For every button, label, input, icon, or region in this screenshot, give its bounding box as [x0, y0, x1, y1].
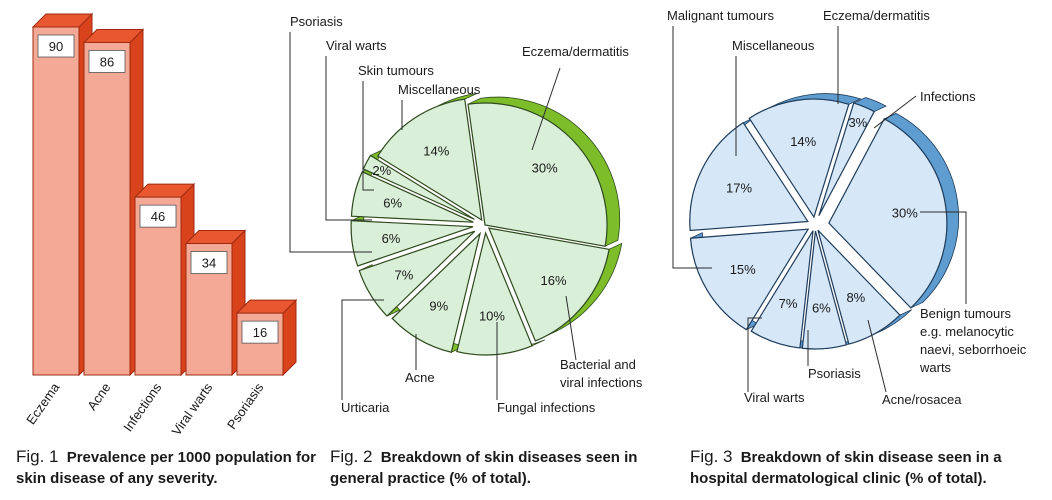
slice-label-infections: Infections	[920, 89, 976, 104]
slice-benign-tumours-e-g-melanocytic-naevi-seborrhoeic-warts	[828, 118, 948, 309]
bar-value-acne: 86	[100, 54, 114, 69]
slice-viral-warts	[750, 230, 814, 349]
slice-value-psoriasis: 6%	[382, 231, 401, 246]
slice-label-bacterial-and-viral-infections-line-2: viral infections	[560, 375, 643, 390]
slice-label-psoriasis: Psoriasis	[808, 366, 861, 381]
pie-chart-general-practice: 30% 16% 10% 9% 7% 6% 6% 2% 14% Eczema/dermatitisB…	[289, 14, 643, 415]
slice-value-skin-tumours: 2%	[372, 163, 391, 178]
slice-label-miscellaneous: Miscellaneous	[732, 38, 815, 53]
leader-malignant-tumours	[672, 26, 712, 269]
pie-chart-hospital-clinic: 30% 8% 6% 7% 15% 17% 14% 3% Benign tumours e.g. m…	[667, 8, 1027, 407]
slice-psoriasis	[801, 230, 848, 350]
caption-fig-3: Fig. 3 Breakdown of skin disease seen in…	[690, 446, 1030, 489]
caption-fig-1-number: Fig. 1	[16, 447, 59, 466]
slice-value-viral-warts: 6%	[383, 196, 402, 211]
caption-fig-2: Fig. 2 Breakdown of skin diseases seen i…	[330, 446, 660, 489]
leader-benign-tumours-e-g-melanocytic-naevi-seborrhoeic-warts	[920, 211, 967, 304]
slice-eczema-dermatitis	[748, 98, 850, 219]
slice-value-acne: 9%	[429, 299, 448, 314]
tick-label-psoriasis: Psoriasis	[224, 380, 267, 432]
caption-fig-3-text: Breakdown of skin disease seen in a hosp…	[690, 449, 1002, 487]
slice-value-urticaria: 7%	[395, 267, 414, 282]
slice-label-benign-tumours-e-g-melanocytic-naevi-seborrhoeic-warts-line-4: warts	[919, 360, 952, 375]
bar-value-viral-warts: 34	[202, 256, 216, 271]
leader-psoriasis	[289, 32, 372, 253]
tick-label-eczema: Eczema	[23, 379, 63, 427]
slice-label-psoriasis: Psoriasis	[290, 14, 343, 29]
leader-viral-warts	[325, 56, 372, 221]
bar-value-box-psoriasis	[241, 320, 279, 344]
slice-infections	[818, 102, 876, 217]
slice-label-urticaria: Urticaria	[341, 400, 390, 415]
slice-value-eczema-dermatitis: 14%	[790, 134, 816, 149]
slice-fungal-infections	[456, 231, 533, 356]
slice-value-eczema-dermatitis: 30%	[532, 160, 558, 175]
slice-value-psoriasis: 6%	[812, 300, 831, 315]
slice-miscellaneous	[376, 98, 483, 222]
caption-fig-3-number: Fig. 3	[690, 447, 733, 466]
slice-malignant-tumours	[689, 228, 810, 331]
slice-label-miscellaneous: Miscellaneous	[398, 82, 481, 97]
slice-label-eczema-dermatitis: Eczema/dermatitis	[823, 8, 930, 23]
caption-fig-2-number: Fig. 2	[330, 447, 373, 466]
slice-label-malignant-tumours: Malignant tumours	[667, 8, 774, 23]
slice-value-malignant-tumours: 15%	[730, 262, 756, 277]
slice-label-eczema-dermatitis: Eczema/dermatitis	[522, 44, 629, 59]
slice-label-acne-rosacea: Acne/rosacea	[882, 392, 962, 407]
leader-skin-tumours	[362, 81, 374, 191]
slice-label-acne: Acne	[405, 370, 435, 385]
slice-psoriasis	[350, 220, 474, 267]
bar-acne	[83, 41, 131, 376]
caption-fig-1: Fig. 1 Prevalence per 1000 population fo…	[16, 446, 316, 489]
bar-value-box-viral-warts	[190, 251, 228, 274]
slice-acne-rosacea	[817, 229, 901, 345]
slice-value-viral-warts: 7%	[779, 296, 798, 311]
leader-eczema-dermatitis	[531, 67, 561, 151]
slice-label-skin-tumours: Skin tumours	[358, 63, 434, 78]
slice-value-infections: 3%	[848, 115, 867, 130]
caption-fig-2-text: Breakdown of skin diseases seen in gener…	[330, 449, 638, 487]
slice-value-fungal-infections: 10%	[479, 309, 505, 324]
slice-value-benign-tumours-e-g-melanocytic-naevi-seborrhoeic-warts: 30%	[892, 205, 918, 220]
slice-value-miscellaneous: 14%	[423, 144, 449, 159]
slice-label-viral-warts: Viral warts	[744, 390, 805, 405]
leader-bacterial-and-viral-infections	[565, 295, 577, 361]
bar-value-box-infections	[139, 204, 177, 228]
bar-value-infections: 46	[151, 209, 165, 224]
slice-bacterial-and-viral-infections	[487, 227, 610, 342]
slice-label-bacterial-and-viral-infections: Bacterial and	[560, 357, 636, 372]
slice-value-bacterial-and-viral-infections: 16%	[541, 273, 567, 288]
slice-viral-warts	[350, 170, 474, 223]
caption-fig-1-text: Prevalence per 1000 population for skin …	[16, 449, 316, 487]
bar-value-eczema: 90	[49, 39, 63, 54]
slice-label-benign-tumours-e-g-melanocytic-naevi-seborrhoeic-warts-line-2: e.g. melanocytic	[920, 324, 1014, 339]
bar-eczema	[32, 26, 80, 376]
leader-infections	[873, 95, 917, 129]
bar-value-box-eczema	[37, 34, 75, 58]
slice-label-fungal-infections: Fungal infections	[497, 400, 596, 415]
slice-acne	[391, 231, 482, 353]
leader-acne-rosacea	[867, 319, 887, 393]
slice-label-benign-tumours-e-g-melanocytic-naevi-seborrhoeic-warts: Benign tumours	[920, 306, 1012, 321]
tick-label-viral-warts: Viral warts	[168, 380, 215, 439]
slice-value-acne-rosacea: 8%	[846, 290, 865, 305]
slice-label-viral-warts: Viral warts	[326, 38, 387, 53]
leader-viral-warts	[747, 317, 762, 392]
bar-value-box-acne	[88, 50, 126, 73]
slice-value-miscellaneous: 17%	[726, 181, 752, 196]
bar-value-psoriasis: 16	[253, 325, 267, 340]
slice-eczema-dermatitis	[467, 102, 608, 247]
tick-label-infections: Infections	[120, 380, 164, 435]
slice-urticaria	[358, 230, 476, 317]
leader-urticaria	[341, 299, 384, 400]
slice-label-benign-tumours-e-g-melanocytic-naevi-seborrhoeic-warts-line-3: naevi, seborrhoeic	[920, 342, 1027, 357]
tick-label-acne: Acne	[84, 380, 113, 413]
